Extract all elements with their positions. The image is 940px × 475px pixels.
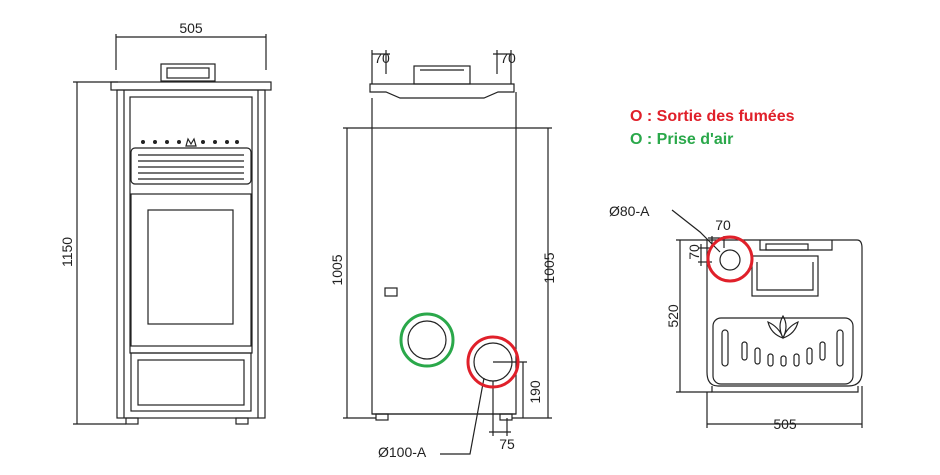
top-width-label: 505	[773, 416, 797, 432]
top-diameter-label: Ø80-A	[609, 203, 650, 219]
legend-marker: O	[630, 131, 643, 148]
legend-label: Prise d'air	[656, 131, 734, 148]
side-height-left-label: 1005	[329, 254, 345, 285]
fumes-outlet-ring-side	[466, 335, 520, 389]
lotus-logo-icon	[767, 314, 799, 340]
legend-item-fumes: O : Sortie des fumées	[630, 105, 795, 128]
side-view	[343, 50, 552, 455]
front-width-label: 505	[179, 20, 203, 36]
top-view	[671, 209, 863, 428]
outlet-offset-label: 75	[499, 436, 515, 452]
crown-logo-icon	[185, 137, 197, 147]
top-offset-y-label: 70	[686, 244, 702, 260]
top-depth-label: 520	[665, 304, 681, 328]
side-offset-right-label: 70	[500, 50, 516, 66]
top-offset-x-label: 70	[715, 217, 731, 233]
front-view	[73, 34, 272, 425]
air-intake-ring	[399, 312, 455, 368]
legend-item-air: O : Prise d'air	[630, 128, 795, 151]
front-height-label: 1150	[59, 237, 75, 267]
legend-label: Sortie des fumées	[656, 108, 795, 125]
outlet-height-label: 190	[527, 380, 543, 404]
fumes-outlet-ring-top	[706, 235, 754, 283]
legend-separator: :	[642, 131, 657, 148]
outlet-diameter-label: Ø100-A	[378, 444, 427, 460]
side-offset-left-label: 70	[374, 50, 390, 66]
legend: O : Sortie des fumées O : Prise d'air	[630, 105, 795, 151]
legend-separator: :	[642, 108, 657, 125]
legend-marker: O	[630, 108, 643, 125]
side-height-right-label: 1005	[541, 252, 557, 283]
